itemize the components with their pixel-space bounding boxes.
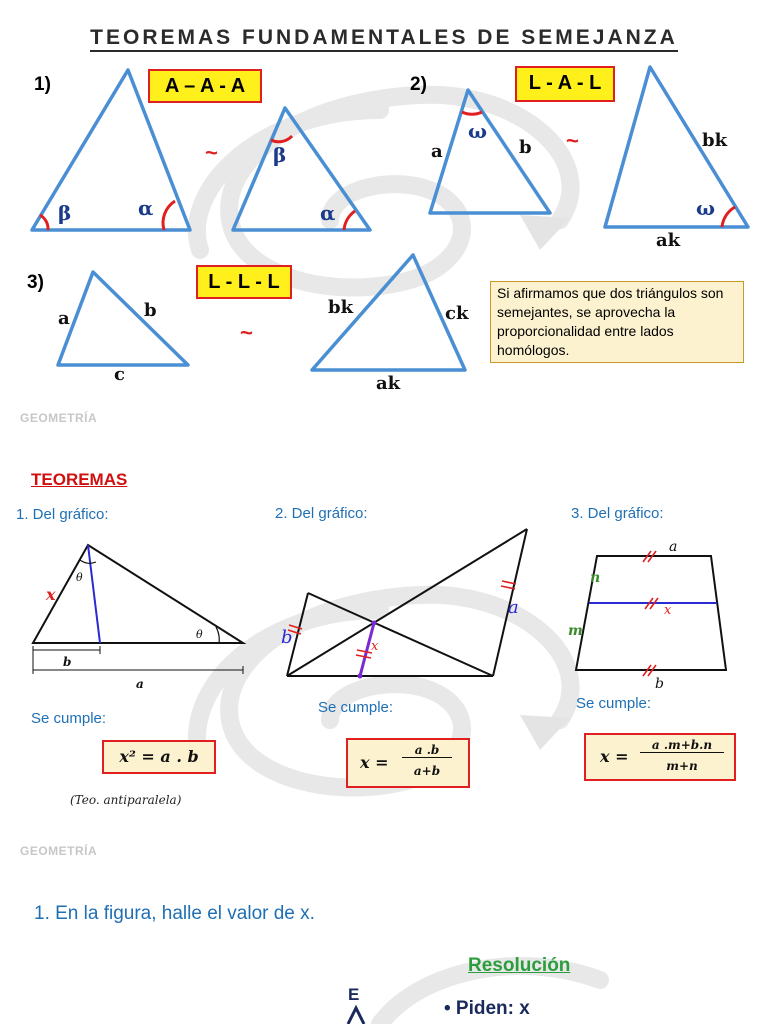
fig3-x-label: x (664, 603, 672, 618)
case-3-number: 3) (27, 272, 44, 293)
point-e-label: E (348, 985, 360, 1004)
similarity-triangles: β α β α ω ω a b bk ak a b c bk ck ak (30, 65, 750, 394)
theorem-3-figure: a n x m b (568, 539, 728, 692)
case-2-badge: L - A - L (515, 66, 615, 102)
case-3-triangle-left (56, 270, 190, 367)
case-1-triangle-left (30, 68, 192, 232)
fig2-b-label: b (281, 627, 293, 648)
case-1-number: 1) (34, 74, 51, 95)
watermark-label-2: GEOMETRÍA (20, 844, 98, 858)
fig1-theta-top: θ (76, 571, 83, 584)
label-side-b-case3: b (144, 300, 157, 321)
resolution-title: Resolución (468, 955, 571, 976)
angle-arc-omega-1 (461, 110, 483, 116)
fig1-a-label: a (136, 677, 144, 691)
case-1-badge: A – A - A (148, 69, 262, 103)
theorem-3-formula: x = a .m+b.n m+n (584, 733, 736, 781)
fig3-n-label: n (590, 570, 600, 586)
fig1-b-label: b (63, 655, 71, 669)
fig1-x-label: x (45, 585, 56, 604)
fig3-m-label: m (568, 623, 583, 639)
angle-arc-beta-1 (39, 213, 50, 231)
case-2-number: 2) (410, 74, 427, 95)
label-beta-1: β (58, 201, 71, 225)
case-3-badge: L - L - L (196, 265, 292, 299)
label-side-ak-case3: ak (376, 373, 401, 394)
theorem-2-formula: x = a .b a+b (346, 738, 470, 788)
theorem-2-figure: b a x (281, 528, 528, 679)
fig2-x-label: x (371, 639, 379, 654)
fig1-theta-right: θ (196, 628, 203, 641)
fig3-b-label: b (655, 676, 664, 692)
case-2-triangle-left (428, 88, 552, 215)
label-side-c-case3: c (114, 364, 125, 385)
section-title: TEOREMAS (31, 470, 128, 489)
case-2-triangle-right (603, 65, 750, 229)
angle-arc-alpha-1 (161, 199, 176, 231)
theorem-3-se-cumple: Se cumple: (576, 695, 652, 712)
angle-arc-beta-2 (270, 134, 294, 144)
theorem-2-heading: 2. Del gráfico: (275, 505, 368, 522)
label-beta-2: β (273, 143, 286, 167)
label-alpha-1: α (138, 196, 153, 220)
case-2-similar-symbol: ~ (566, 128, 579, 153)
theorem-2-se-cumple: Se cumple: (318, 699, 394, 716)
theorem-1-heading: 1. Del gráfico: (16, 506, 109, 523)
label-alpha-2: α (320, 201, 335, 225)
note-box: Si afirmamos que dos triángulos son seme… (490, 281, 744, 363)
label-side-a-case3: a (58, 308, 70, 329)
theorem-1-formula: x² = a . b (102, 740, 216, 774)
figure-apex (346, 1004, 366, 1024)
label-side-bk-case3: bk (328, 297, 354, 318)
fig2-a-label: a (508, 597, 519, 618)
theorem-3-heading: 3. Del gráfico: (571, 505, 664, 522)
fig3-a-label: a (669, 539, 677, 555)
problem-statement: 1. En la figura, halle el valor de x. (34, 903, 315, 924)
label-omega-1: ω (468, 119, 487, 143)
case-3-similar-symbol: ~ (240, 320, 253, 345)
case-1-similar-symbol: ~ (205, 140, 218, 165)
label-side-bk-case2: bk (702, 130, 728, 151)
theorem-1-figure: θ θ x b a (31, 543, 247, 691)
theorem-3-formula-lhs: x = (600, 747, 629, 766)
case-3-triangle-right (310, 253, 467, 372)
theorem-3-formula-denominator: m+n (666, 759, 698, 773)
theorem-1-caption: (Teo. antiparalela) (70, 793, 182, 807)
theorem-2-formula-denominator: a+b (413, 764, 441, 778)
angle-arc-omega-2 (720, 205, 736, 228)
label-omega-2: ω (696, 196, 715, 220)
page-title: TEOREMAS FUNDAMENTALES DE SEMEJANZA (0, 26, 768, 52)
watermark-label-1: GEOMETRÍA (20, 411, 98, 425)
label-side-b-case2: b (519, 137, 532, 158)
theorem-1-se-cumple: Se cumple: (31, 710, 107, 727)
resolution-bullet: • Piden: x (444, 998, 530, 1019)
case-1-triangle-right (231, 106, 372, 232)
theorem-2-formula-numerator: a .b (402, 743, 452, 758)
label-side-a-case2: a (431, 141, 443, 162)
theorem-2-formula-lhs: x = (360, 753, 389, 772)
theorem-figures: θ θ x b a b a x a n x m (31, 528, 728, 692)
angle-arc-alpha-2 (342, 209, 356, 231)
theorem-3-formula-numerator: a .m+b.n (640, 738, 724, 753)
label-side-ak-case2: ak (656, 230, 681, 251)
label-side-ck-case3: ck (445, 303, 469, 324)
